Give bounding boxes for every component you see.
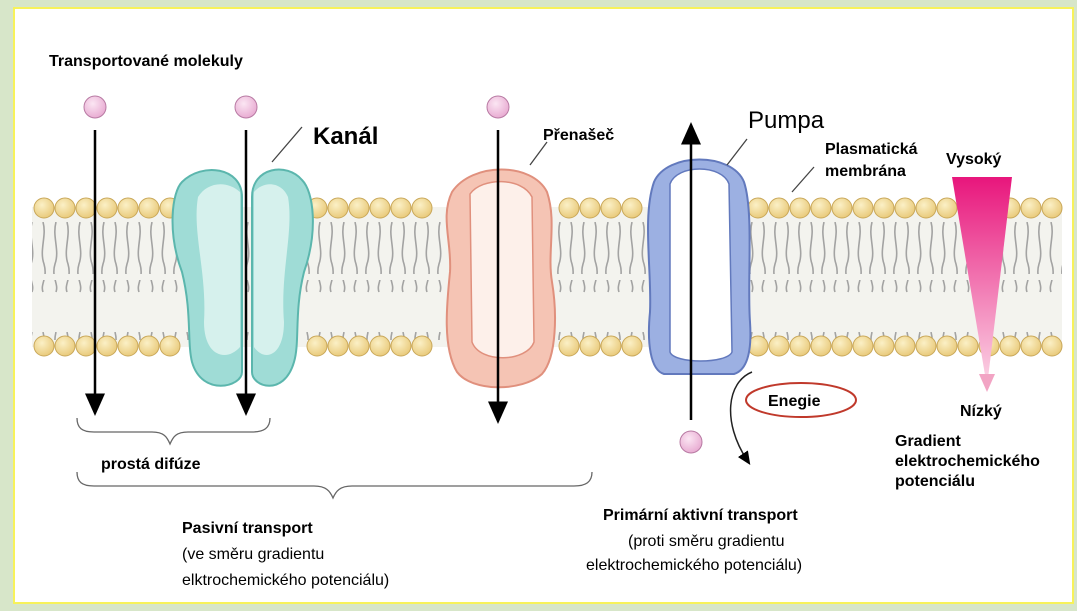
lipid-head-icon — [97, 336, 117, 356]
gradient-arrow-tip-icon — [979, 374, 995, 392]
lipid-head-icon — [328, 198, 348, 218]
lipid-head-icon — [412, 198, 432, 218]
lipid-head-icon — [76, 198, 96, 218]
carrier-pointer — [530, 142, 547, 165]
gradient-label-line1: Gradient — [895, 433, 961, 450]
lipid-head-icon — [1042, 336, 1062, 356]
molecule-icon — [235, 96, 257, 118]
lipid-head-icon — [97, 198, 117, 218]
lipid-head-icon — [790, 198, 810, 218]
lipid-head-icon — [895, 198, 915, 218]
molecule-icon — [487, 96, 509, 118]
lipid-head-icon — [748, 198, 768, 218]
lipid-head-icon — [559, 336, 579, 356]
lipid-head-icon — [118, 198, 138, 218]
lipid-head-icon — [1021, 198, 1041, 218]
low-label: Nízký — [960, 403, 1002, 420]
gradient-label-line2: elektrochemického — [895, 453, 1040, 470]
lipid-head-icon — [769, 198, 789, 218]
lipid-head-icon — [769, 336, 789, 356]
active-transport-sub1: (proti směru gradientu — [628, 533, 785, 550]
channel-protein — [173, 170, 313, 386]
transported-molecules-label: Transportované molekuly — [49, 53, 243, 70]
membrane-label-line1: Plasmatická — [825, 141, 918, 158]
gradient-label-line3: potenciálu — [895, 473, 975, 490]
simple-diffusion-brace — [77, 418, 270, 444]
lipid-head-icon — [307, 336, 327, 356]
lipid-head-icon — [370, 336, 390, 356]
molecule-icon — [680, 431, 702, 453]
lipid-head-icon — [1021, 336, 1041, 356]
lipid-head-icon — [832, 336, 852, 356]
energy-label: Enegie — [768, 393, 821, 410]
lipid-head-icon — [1000, 336, 1020, 356]
lipid-head-icon — [55, 198, 75, 218]
high-label: Vysoký — [946, 151, 1002, 168]
energy-arrow — [731, 372, 752, 460]
lipid-head-icon — [622, 198, 642, 218]
lipid-head-icon — [811, 336, 831, 356]
lipid-head-icon — [34, 198, 54, 218]
lipid-head-icon — [118, 336, 138, 356]
lipid-head-icon — [139, 198, 159, 218]
lipid-head-icon — [832, 198, 852, 218]
lipid-head-icon — [958, 336, 978, 356]
lipid-head-icon — [895, 336, 915, 356]
molecule-icon — [84, 96, 106, 118]
lipid-head-icon — [349, 336, 369, 356]
lipid-head-icon — [601, 198, 621, 218]
lipid-head-icon — [1042, 198, 1062, 218]
lipid-head-icon — [349, 198, 369, 218]
lipid-head-icon — [391, 198, 411, 218]
lipid-head-icon — [874, 198, 894, 218]
lipid-head-icon — [55, 336, 75, 356]
lipid-head-icon — [853, 198, 873, 218]
lipid-head-icon — [76, 336, 96, 356]
lipid-head-icon — [412, 336, 432, 356]
lipid-head-icon — [580, 336, 600, 356]
pump-protein — [648, 160, 750, 375]
lipid-head-icon — [139, 336, 159, 356]
lipid-head-icon — [790, 336, 810, 356]
lipid-head-icon — [391, 336, 411, 356]
lipid-head-icon — [853, 336, 873, 356]
lipid-head-icon — [328, 336, 348, 356]
membrane-transport-diagram: Transportované molekuly Kanál Přenašeč P… — [15, 9, 1076, 606]
carrier-label: Přenašeč — [543, 127, 614, 144]
carrier-protein — [447, 170, 555, 388]
channel-pointer — [272, 127, 302, 162]
lipid-head-icon — [559, 198, 579, 218]
lipid-head-icon — [622, 336, 642, 356]
lipid-head-icon — [937, 336, 957, 356]
lipid-head-icon — [601, 336, 621, 356]
channel-label: Kanál — [313, 123, 378, 150]
pump-pointer — [727, 139, 747, 165]
passive-transport-brace — [77, 472, 592, 498]
lipid-head-icon — [160, 336, 180, 356]
membrane-label-line2: membrána — [825, 163, 906, 180]
lipid-head-icon — [580, 198, 600, 218]
lipid-head-icon — [916, 198, 936, 218]
simple-diffusion-label: prostá difúze — [101, 456, 201, 473]
membrane-pointer — [792, 167, 814, 192]
passive-transport-sub1: (ve směru gradientu — [182, 546, 324, 563]
active-transport-title: Primární aktivní transport — [603, 507, 798, 524]
passive-transport-title: Pasivní transport — [182, 520, 313, 537]
lipid-head-icon — [34, 336, 54, 356]
lipid-head-icon — [811, 198, 831, 218]
diagram-frame: Transportované molekuly Kanál Přenašeč P… — [13, 7, 1074, 604]
passive-transport-sub2: elktrochemického potenciálu) — [182, 572, 389, 589]
lipid-head-icon — [937, 198, 957, 218]
active-transport-sub2: elektrochemického potenciálu) — [586, 557, 802, 574]
lipid-head-icon — [370, 198, 390, 218]
pump-label: Pumpa — [748, 107, 825, 134]
lipid-head-icon — [916, 336, 936, 356]
lipid-head-icon — [874, 336, 894, 356]
